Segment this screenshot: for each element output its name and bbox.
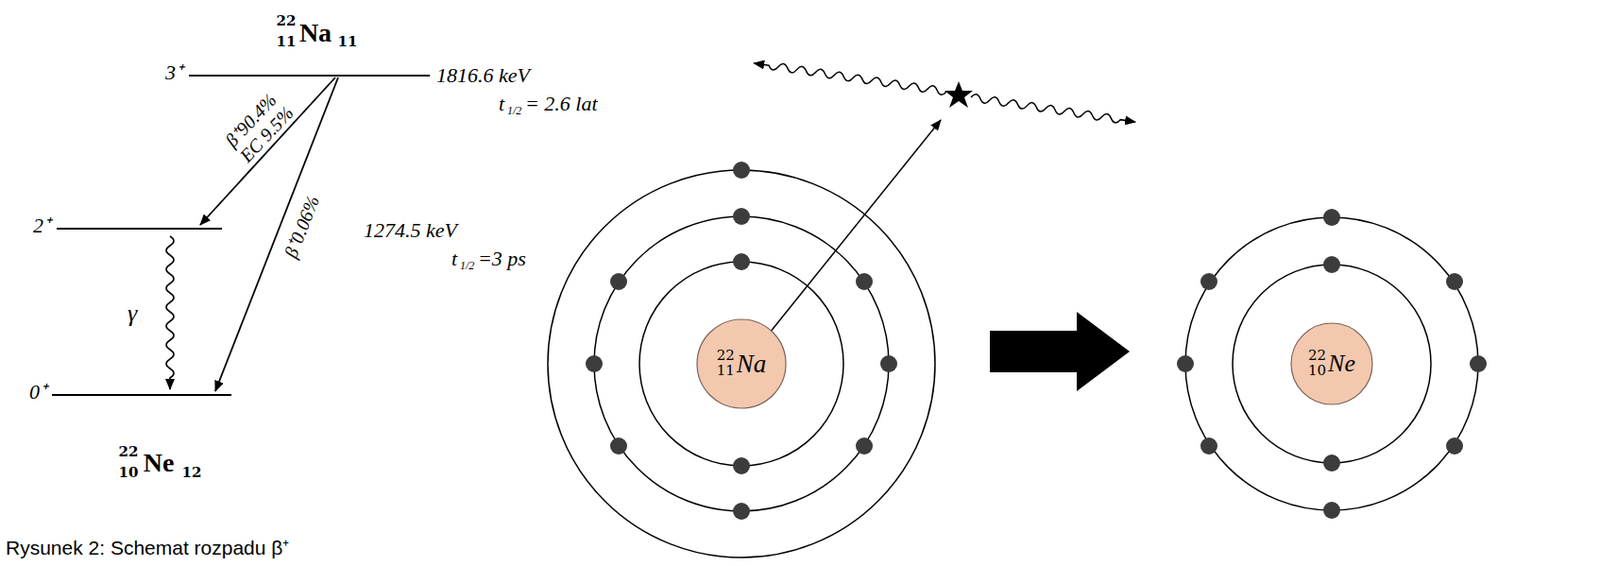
neutron-number: 12 bbox=[182, 464, 203, 481]
electron-shells bbox=[547, 170, 936, 558]
electrons bbox=[585, 161, 898, 520]
electron bbox=[732, 161, 750, 179]
atomic-number: 11 bbox=[276, 34, 297, 51]
atomic-number: 10 bbox=[1308, 363, 1327, 379]
atomic-number: 10 bbox=[119, 464, 139, 481]
electron-shell bbox=[594, 216, 889, 511]
annihilation-star bbox=[944, 81, 973, 108]
spin-parity: 2⁺ bbox=[33, 214, 51, 238]
nucleus-label: 2211Na bbox=[696, 318, 787, 409]
neutron-number: 11 bbox=[338, 34, 358, 51]
element-symbol: Ne bbox=[143, 448, 175, 478]
electron-shell bbox=[1185, 217, 1479, 511]
element-symbol: Na bbox=[736, 351, 767, 377]
photon bbox=[970, 93, 1136, 126]
spin-parity: 0⁺ bbox=[29, 380, 47, 404]
electron bbox=[1323, 208, 1341, 226]
photon bbox=[753, 59, 948, 96]
transition-arrow bbox=[989, 311, 1130, 392]
electron bbox=[1323, 255, 1341, 273]
figure-caption: Rysunek 2: Schemat rozpadu β⁺ bbox=[5, 533, 290, 561]
electron-shell bbox=[1232, 264, 1431, 463]
electron bbox=[1200, 437, 1218, 455]
branch-label: β⁺0.06% bbox=[279, 192, 324, 261]
electron-shell bbox=[547, 170, 936, 558]
half-life-subscript: 1/2 bbox=[459, 259, 475, 273]
level-energy: 1816.6 keV bbox=[436, 64, 530, 87]
electron bbox=[732, 253, 750, 271]
electron bbox=[855, 272, 873, 290]
electron bbox=[610, 437, 628, 455]
electron-shells bbox=[1185, 217, 1479, 511]
neon-atom bbox=[1176, 208, 1487, 519]
half-life-symbol: t bbox=[451, 247, 458, 271]
electron bbox=[732, 207, 750, 225]
nucleus: 2211Na bbox=[696, 318, 787, 409]
energy-level bbox=[56, 227, 222, 230]
electron-shell bbox=[639, 261, 844, 466]
electron bbox=[880, 355, 898, 373]
mass-number: 22 bbox=[276, 13, 297, 30]
nucleus-circle bbox=[1291, 323, 1373, 405]
energy-level bbox=[51, 393, 232, 396]
electron bbox=[732, 502, 750, 520]
photon-wave bbox=[753, 59, 948, 96]
nucleus-label: 2210Ne bbox=[1290, 322, 1374, 406]
energy-level bbox=[188, 74, 430, 77]
element-symbol: Na bbox=[299, 18, 332, 49]
electron bbox=[1200, 272, 1218, 290]
spin-parity: 3⁺ bbox=[165, 61, 183, 85]
decay-arrow bbox=[215, 77, 339, 392]
nuclide-numbers: 2211 bbox=[716, 348, 735, 379]
positron-path bbox=[769, 119, 941, 333]
nucleus-circle bbox=[697, 319, 786, 409]
electron bbox=[732, 457, 750, 475]
sodium-atom bbox=[547, 161, 936, 558]
half-life-symbol: t bbox=[498, 92, 505, 116]
atomic-number: 11 bbox=[716, 363, 735, 379]
half-life-value: =3 ps bbox=[477, 247, 527, 271]
mass-number: 22 bbox=[119, 443, 139, 460]
nuclide-numbers: 2210 bbox=[1308, 348, 1327, 379]
gamma-wave bbox=[166, 236, 174, 390]
electron bbox=[1446, 272, 1464, 290]
electron bbox=[1446, 437, 1464, 455]
electron bbox=[585, 355, 603, 373]
mass-number: 22 bbox=[1308, 348, 1327, 364]
electron bbox=[610, 272, 628, 290]
photon-wave bbox=[970, 93, 1136, 126]
nucleus: 2210Ne bbox=[1290, 322, 1374, 406]
electrons bbox=[1176, 208, 1487, 519]
gamma-label: γ bbox=[127, 300, 137, 328]
electron bbox=[1176, 355, 1194, 373]
electron bbox=[1323, 501, 1341, 519]
level-energy: 1274.5 keV bbox=[363, 219, 458, 242]
electron bbox=[1469, 355, 1487, 373]
mass-number: 22 bbox=[716, 348, 735, 364]
electron bbox=[855, 437, 873, 455]
electron bbox=[1323, 454, 1341, 472]
half-life-value: = 2.6 lat bbox=[525, 92, 598, 116]
element-symbol: Ne bbox=[1327, 351, 1356, 376]
half-life-subscript: 1/2 bbox=[507, 104, 522, 118]
